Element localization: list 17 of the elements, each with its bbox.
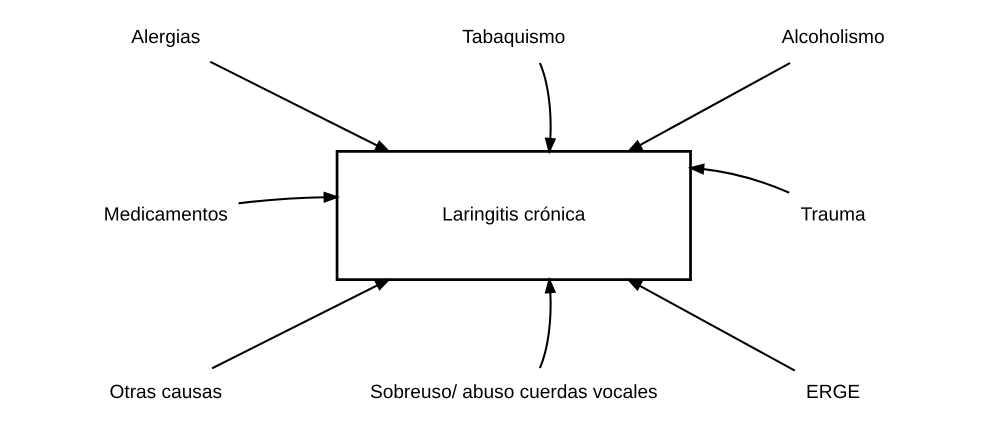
node-text: Alergias xyxy=(131,27,200,48)
node-text: Alcoholismo xyxy=(782,27,885,48)
node-text: Sobreuso/ abuso cuerdas vocales xyxy=(370,382,658,403)
arrow xyxy=(212,278,392,370)
arrow xyxy=(210,60,392,153)
node-text: Otras causas xyxy=(110,382,222,403)
node-text: ERGE xyxy=(806,382,860,403)
arrow xyxy=(688,163,790,194)
node-text: Tabaquismo xyxy=(462,27,566,48)
arrow xyxy=(626,62,791,153)
arrow xyxy=(626,278,796,372)
node-text: Medicamentos xyxy=(104,204,228,226)
arrow xyxy=(538,276,556,369)
node-box: Laringitis crónica xyxy=(336,150,692,281)
node-text: Trauma xyxy=(800,204,866,226)
arrow xyxy=(238,191,340,204)
arrow xyxy=(538,62,556,154)
